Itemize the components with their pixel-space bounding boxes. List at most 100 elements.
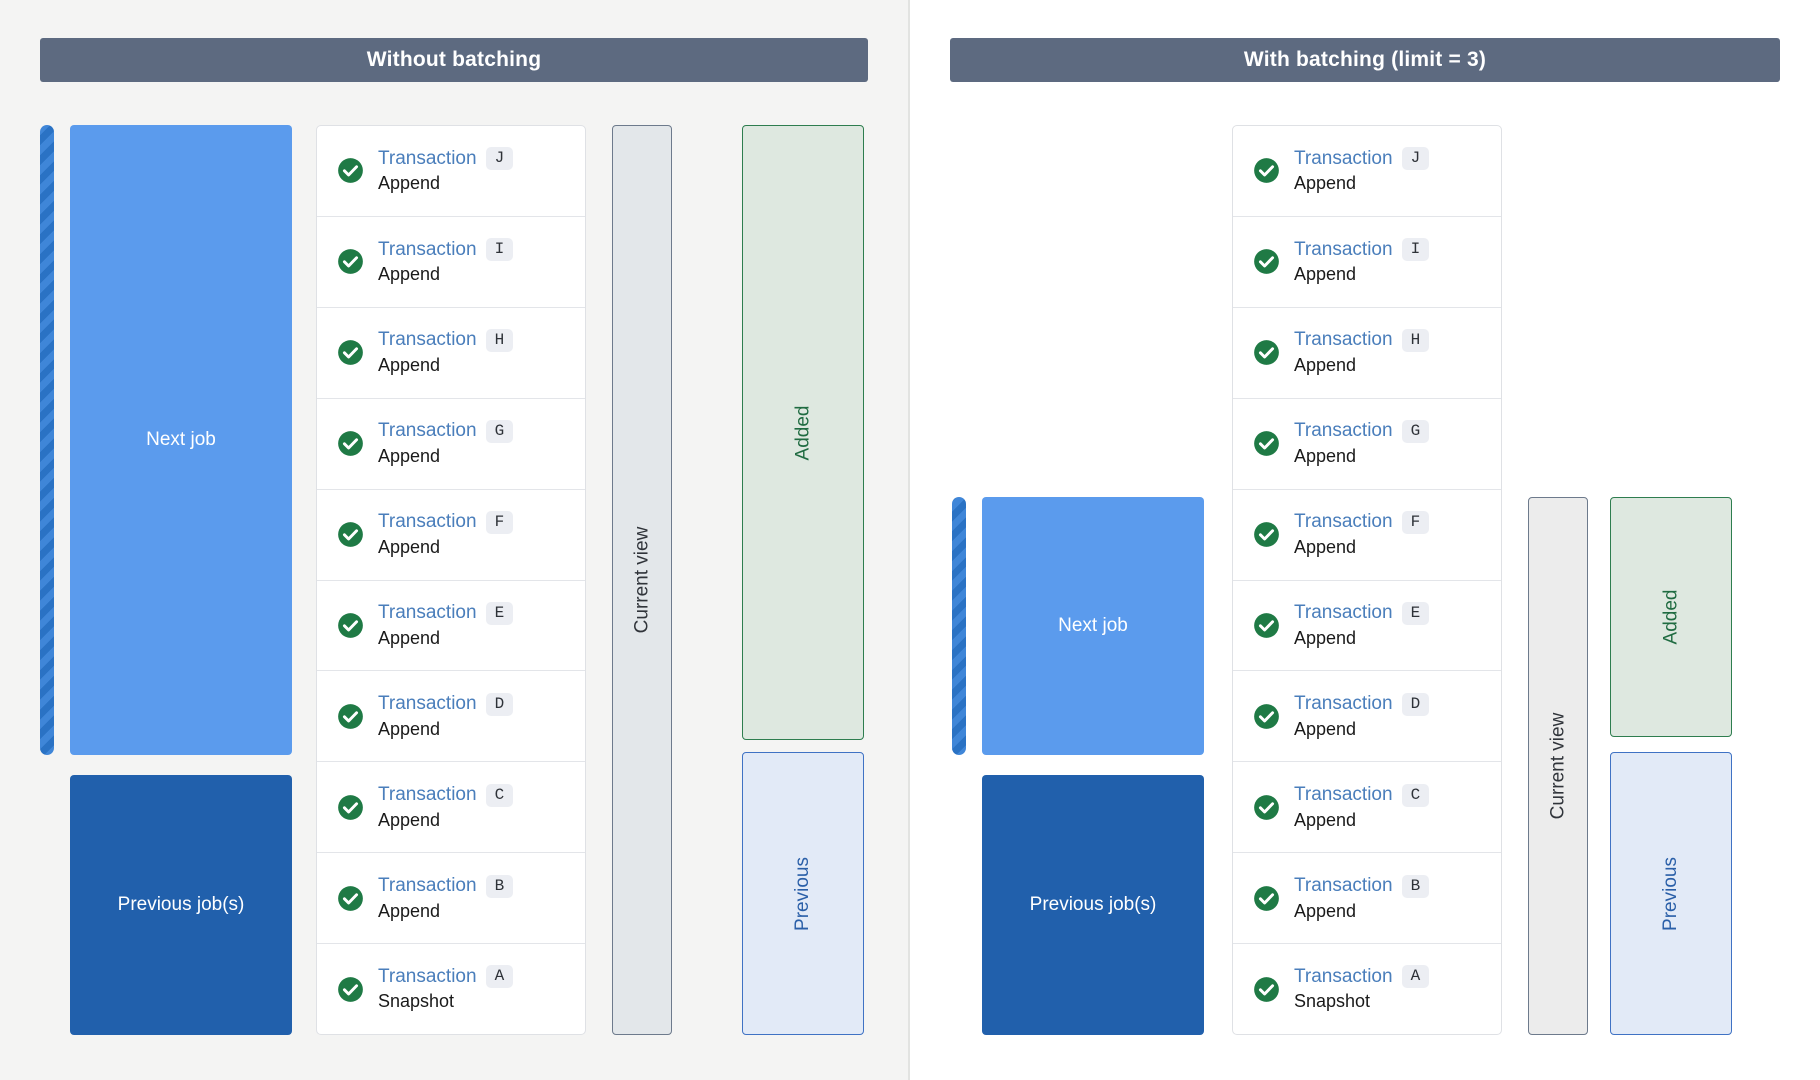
transaction-link[interactable]: Transaction bbox=[378, 693, 477, 715]
transaction-operation: Append bbox=[1294, 173, 1357, 194]
transaction-link[interactable]: Transaction bbox=[1294, 329, 1393, 351]
next-job-label: Next job bbox=[1058, 615, 1128, 636]
transaction-id-badge: G bbox=[485, 420, 514, 444]
check-circle-icon bbox=[1254, 158, 1279, 184]
check-circle-icon bbox=[1254, 885, 1279, 911]
transaction-link[interactable]: Transaction bbox=[378, 420, 477, 442]
transaction-id-badge: E bbox=[1401, 601, 1430, 625]
check-circle-icon bbox=[338, 249, 363, 275]
transaction-id-badge: C bbox=[485, 783, 514, 807]
transaction-row[interactable]: Transaction F Append bbox=[1233, 490, 1501, 581]
transaction-title-line: Transaction J bbox=[378, 147, 514, 171]
transaction-operation: Snapshot bbox=[1294, 991, 1371, 1012]
transaction-link[interactable]: Transaction bbox=[1294, 874, 1393, 896]
current-view-label: Current view bbox=[631, 526, 652, 634]
current-view-column-right: Current view bbox=[1528, 497, 1588, 1035]
transaction-text: Transaction G Append bbox=[378, 420, 514, 467]
transaction-id-badge: F bbox=[1401, 510, 1430, 534]
transaction-operation: Append bbox=[1294, 446, 1357, 467]
panel-title-without-batching: Without batching bbox=[40, 38, 868, 82]
added-label: Added bbox=[791, 405, 813, 460]
transaction-operation: Append bbox=[378, 446, 441, 467]
transaction-link[interactable]: Transaction bbox=[1294, 602, 1393, 624]
transaction-id-badge: A bbox=[1401, 965, 1430, 989]
check-circle-icon bbox=[1254, 249, 1279, 275]
transaction-link[interactable]: Transaction bbox=[1294, 693, 1393, 715]
transaction-operation: Append bbox=[1294, 627, 1357, 648]
transaction-operation: Append bbox=[378, 264, 441, 285]
transaction-id-badge: G bbox=[1401, 420, 1430, 444]
transaction-id-badge: J bbox=[485, 147, 514, 171]
transaction-link[interactable]: Transaction bbox=[378, 602, 477, 624]
transaction-title-line: Transaction B bbox=[1294, 874, 1430, 898]
transaction-link[interactable]: Transaction bbox=[378, 329, 477, 351]
check-circle-icon bbox=[338, 340, 363, 366]
check-circle-icon bbox=[1254, 340, 1279, 366]
transaction-text: Transaction F Append bbox=[1294, 510, 1430, 558]
transaction-link[interactable]: Transaction bbox=[1294, 238, 1393, 260]
transaction-row[interactable]: Transaction A Snapshot bbox=[1233, 944, 1501, 1034]
transaction-operation: Append bbox=[378, 536, 441, 557]
check-circle-icon bbox=[338, 704, 363, 729]
check-circle-icon bbox=[338, 885, 363, 911]
check-circle-icon bbox=[1254, 522, 1279, 547]
transaction-row[interactable]: Transaction B Append bbox=[1233, 853, 1501, 945]
transaction-link[interactable]: Transaction bbox=[378, 147, 477, 169]
panel-with-batching: With batching (limit = 3) Next job Previ… bbox=[910, 0, 1820, 1080]
transaction-title-line: Transaction B bbox=[378, 874, 514, 898]
transaction-link[interactable]: Transaction bbox=[378, 238, 477, 260]
transaction-operation: Snapshot bbox=[378, 991, 455, 1012]
transaction-link[interactable]: Transaction bbox=[1294, 783, 1393, 805]
transaction-title-line: Transaction D bbox=[1294, 692, 1430, 716]
transaction-link[interactable]: Transaction bbox=[1294, 511, 1393, 533]
transaction-title-line: Transaction E bbox=[1294, 601, 1430, 625]
transaction-operation: Append bbox=[1294, 355, 1357, 376]
added-column-left: Added bbox=[742, 125, 864, 740]
check-circle-icon bbox=[338, 522, 363, 547]
transaction-link[interactable]: Transaction bbox=[378, 965, 477, 987]
transaction-row[interactable]: Transaction E Append bbox=[1233, 581, 1501, 672]
transaction-id-badge: D bbox=[1401, 692, 1430, 716]
transaction-text: Transaction B Append bbox=[1294, 874, 1430, 922]
transaction-row[interactable]: Transaction G Append bbox=[317, 399, 585, 490]
previous-job-block-left: Previous job(s) bbox=[70, 775, 292, 1035]
transaction-title-line: Transaction A bbox=[1294, 965, 1430, 989]
transaction-row[interactable]: Transaction G Append bbox=[1233, 399, 1501, 490]
transaction-id-badge: B bbox=[485, 874, 514, 898]
transaction-operation: Append bbox=[1294, 900, 1357, 921]
transaction-id-badge: B bbox=[1401, 874, 1430, 898]
transaction-link[interactable]: Transaction bbox=[378, 783, 477, 805]
panel-without-batching: Without batching Next job Previous job(s… bbox=[0, 0, 910, 1080]
check-circle-icon bbox=[1254, 613, 1279, 638]
panel-title-with-batching: With batching (limit = 3) bbox=[950, 38, 1780, 82]
transaction-link[interactable]: Transaction bbox=[378, 874, 477, 896]
transaction-link[interactable]: Transaction bbox=[1294, 147, 1393, 169]
transaction-link[interactable]: Transaction bbox=[1294, 965, 1393, 987]
transaction-link[interactable]: Transaction bbox=[1294, 420, 1393, 442]
transaction-link[interactable]: Transaction bbox=[378, 511, 477, 533]
transaction-operation: Append bbox=[1294, 536, 1357, 557]
